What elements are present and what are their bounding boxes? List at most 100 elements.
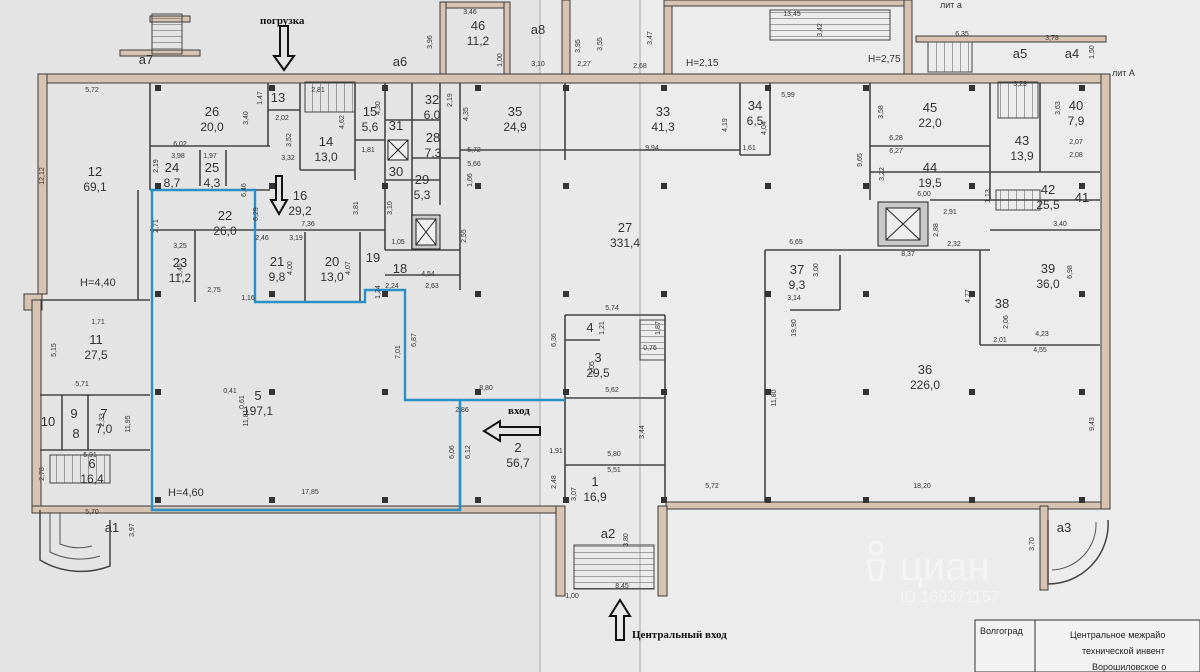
room-number: 42 <box>1041 182 1055 197</box>
room-area: 13,9 <box>1010 149 1034 163</box>
column-marker <box>661 389 667 395</box>
dimension-label: 7,01 <box>395 345 402 359</box>
room-number: 32 <box>425 92 439 107</box>
room-number: 26 <box>205 104 219 119</box>
dimension-label: 6,87 <box>411 333 418 347</box>
column-marker <box>475 497 481 503</box>
room-number: 34 <box>748 98 762 113</box>
dimension-label: 3,22 <box>879 167 886 181</box>
column-marker <box>475 291 481 297</box>
dimension-label: 11,81 <box>243 409 250 426</box>
dimension-label: 5,72 <box>85 87 99 94</box>
room-area: 16,4 <box>80 472 104 486</box>
arrow-down-icon <box>269 175 289 217</box>
room-number: 30 <box>389 164 403 179</box>
column-marker <box>765 183 771 189</box>
room-number: 22 <box>218 208 232 223</box>
column-marker <box>382 291 388 297</box>
column-marker <box>382 389 388 395</box>
room-number: 11 <box>89 332 103 347</box>
room-area: 24,9 <box>503 120 527 134</box>
room-number: 12 <box>88 164 102 179</box>
room-number: 4 <box>586 320 593 335</box>
room-number: 45 <box>923 100 937 115</box>
column-marker <box>661 183 667 189</box>
dimension-label: 2,24 <box>385 283 399 290</box>
dimension-label: 3,40 <box>243 111 250 125</box>
room-number: 36 <box>918 362 932 377</box>
dimension-label: 6,12 <box>465 445 472 459</box>
lit-a-top-label: лит а <box>940 0 962 10</box>
dimension-label: 2,68 <box>633 63 647 70</box>
dimension-label: 6,36 <box>551 333 558 347</box>
dimension-label: 5,72 <box>467 147 481 154</box>
arrows <box>269 25 632 641</box>
dimension-label: 1,05 <box>391 239 405 246</box>
dimension-label: 6,02 <box>173 141 187 148</box>
stairs <box>39 9 1109 590</box>
room-area: 4,3 <box>204 176 221 190</box>
dimension-label: 2,78 <box>39 467 46 481</box>
room-number: а2 <box>601 526 615 541</box>
room-number: 1 <box>591 474 598 489</box>
room-number: 38 <box>995 296 1009 311</box>
room-number: а5 <box>1013 46 1027 61</box>
dimension-label: 2,63 <box>425 283 439 290</box>
room-area: 36,0 <box>1036 277 1060 291</box>
dimension-label: 0,76 <box>643 345 657 352</box>
room-area: 7,9 <box>1068 114 1085 128</box>
dimension-label: 1,24 <box>375 285 382 299</box>
column-marker <box>765 85 771 91</box>
watermark-id: ID 169371157 <box>900 589 999 606</box>
column-marker <box>382 497 388 503</box>
dimension-label: 3,46 <box>463 9 477 16</box>
column-marker <box>969 497 975 503</box>
room-area: 22,0 <box>918 116 942 130</box>
dimension-label: 8,37 <box>901 251 915 258</box>
dimension-label: 1,00 <box>565 593 579 600</box>
column-marker <box>765 389 771 395</box>
dimension-label: 1,71 <box>91 319 105 326</box>
paper-sheet-left <box>0 0 540 672</box>
dimension-label: 8,80 <box>479 385 493 392</box>
room-number: 21 <box>270 254 284 269</box>
dimension-label: 2,01 <box>993 337 1007 344</box>
watermark-brand: циан <box>900 545 990 589</box>
dimension-label: 0,41 <box>223 388 237 395</box>
dimension-label: 2,02 <box>275 115 289 122</box>
arrow-main-entrance-icon <box>608 598 632 641</box>
dimension-label: 3,95 <box>575 39 582 53</box>
room-number: 31 <box>389 118 403 133</box>
title-block: Волгоград Центральное межрайо техническо… <box>974 619 1200 672</box>
room-area: 25,5 <box>1036 198 1060 212</box>
room-number: 10 <box>41 414 55 429</box>
room-number: 7 <box>100 406 107 421</box>
highlight-outline <box>150 188 565 512</box>
column-marker <box>661 85 667 91</box>
room-number: а1 <box>105 520 119 535</box>
room-number: 3 <box>594 350 601 365</box>
dimension-label: 5,80 <box>607 451 621 458</box>
dimension-label: 2,71 <box>153 219 160 233</box>
dimension-label: 3,19 <box>289 235 303 242</box>
arrow-loading-icon <box>272 25 296 72</box>
column-marker <box>969 85 975 91</box>
dimension-label: 6,46 <box>241 183 248 197</box>
dimension-label: 3,10 <box>531 61 545 68</box>
room-area: 13,0 <box>314 150 338 164</box>
room-number: а3 <box>1057 520 1071 535</box>
columns <box>155 85 1085 503</box>
column-marker <box>563 291 569 297</box>
room-number: а7 <box>139 52 153 67</box>
dimension-label: 11,95 <box>125 415 132 432</box>
height-label-4-60: H=4,60 <box>168 487 204 499</box>
dimension-label: 2,81 <box>311 87 325 94</box>
room-number: 43 <box>1015 133 1029 148</box>
room-area: 9,8 <box>269 270 286 284</box>
dimension-label: 3,52 <box>286 133 293 147</box>
column-marker <box>155 291 161 297</box>
room-area: 6,0 <box>424 108 441 122</box>
room-area: 41,3 <box>651 120 675 134</box>
loading-label: погрузка <box>260 15 305 27</box>
